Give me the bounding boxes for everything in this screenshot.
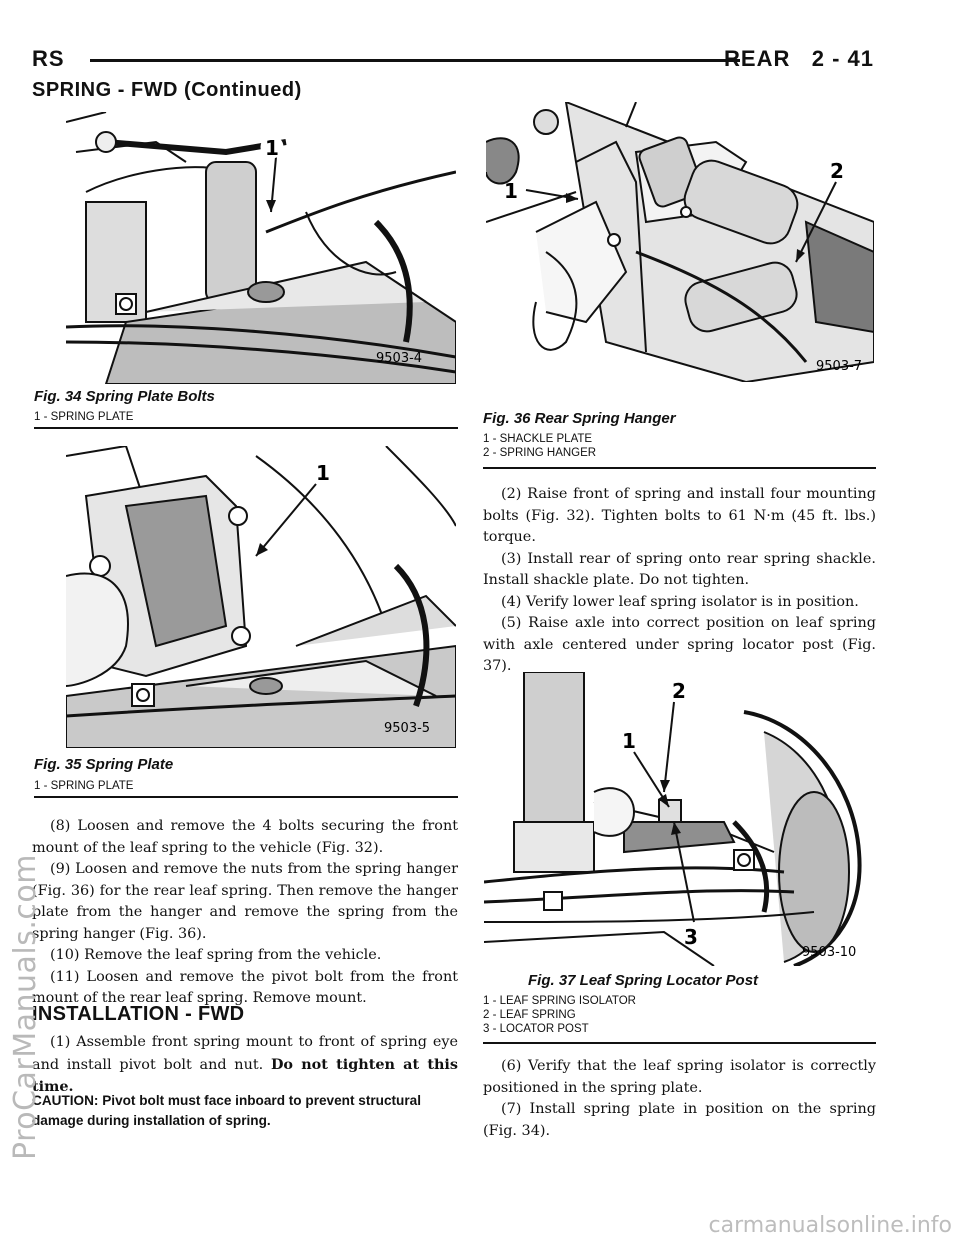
fig36-callout-2: 2 [830, 159, 844, 183]
fig35-caption: Fig. 35 Spring Plate [34, 756, 174, 773]
fig37-caption: Fig. 37 Leaf Spring Locator Post [528, 972, 759, 989]
figure-35-illustration: 1 9503-5 [66, 446, 456, 748]
page-header: RS REAR 2 - 41 [32, 46, 874, 78]
fig37-rule [483, 1042, 876, 1044]
legend-item: 2 - LEAF SPRING [483, 1009, 576, 1021]
bottom-watermark: carmanualsonline.info [708, 1213, 952, 1238]
section-code: RS [32, 46, 65, 71]
fig34-caption: Fig. 34 Spring Plate Bolts [34, 388, 215, 405]
legend-item: 1 - SPRING PLATE [34, 780, 134, 792]
step-2: (2) Raise front of spring and install fo… [483, 486, 876, 545]
fig36-code: 9503-7 [816, 359, 862, 374]
step-7: (7) Install spring plate in position on … [483, 1101, 876, 1139]
install-step-1-warning: Do not tighten at this time. [32, 1055, 458, 1096]
fig37-code: 9503-10 [802, 945, 856, 960]
fig37-callout-3: 3 [684, 925, 698, 949]
right-column-steps-b: (6) Verify that the leaf spring isolator… [483, 1056, 876, 1142]
step-5: (5) Raise axle into correct position on … [483, 615, 876, 674]
fig35-legend: 1 - SPRING PLATE [34, 779, 133, 793]
fig36-legend: 1 - SHACKLE PLATE 2 - SPRING HANGER [483, 432, 596, 460]
rear-spring-hanger-drawing: 1 2 9503-7 [486, 102, 874, 382]
section-title: SPRING - FWD (Continued) [32, 79, 302, 101]
fig37-callout-2: 2 [672, 679, 686, 703]
legend-item: 1 - LEAF SPRING ISOLATOR [483, 995, 636, 1007]
chapter-title: REAR [724, 46, 791, 71]
fig36-rule [483, 467, 876, 469]
right-column-steps-a: (2) Raise front of spring and install fo… [483, 484, 876, 678]
install-step-1: (1) Assemble front spring mount to front… [32, 1032, 458, 1099]
caution-note: CAUTION: Pivot bolt must face inboard to… [32, 1093, 421, 1128]
step-3: (3) Install rear of spring onto rear spr… [483, 550, 876, 589]
header-right: REAR 2 - 41 [724, 46, 874, 72]
install-step-1-text: (1) Assemble front spring mount to front… [32, 1034, 458, 1073]
legend-item: 1 - SPRING PLATE [34, 411, 134, 423]
fig35-code: 9503-5 [384, 721, 430, 736]
fig34-code: 9503-4 [376, 351, 422, 366]
legend-item: 1 - SHACKLE PLATE [483, 433, 593, 445]
step-6: (6) Verify that the leaf spring isolator… [483, 1058, 876, 1096]
step-9: (9) Loosen and remove the nuts from the … [32, 861, 458, 942]
fig34-legend: 1 - SPRING PLATE [34, 410, 133, 424]
fig37-legend: 1 - LEAF SPRING ISOLATOR 2 - LEAF SPRING… [483, 994, 636, 1036]
fig34-rule [34, 427, 458, 429]
spring-plate-bolts-drawing: 1 9503-4 [66, 112, 456, 384]
page-number: 2 - 41 [811, 46, 874, 71]
figure-36-illustration: 1 2 9503-7 [486, 102, 874, 382]
leaf-spring-locator-post-drawing: 2 1 3 9503-10 [484, 672, 862, 966]
legend-item: 3 - LOCATOR POST [483, 1023, 589, 1035]
fig34-callout-1: 1 [265, 136, 279, 160]
legend-item: 2 - SPRING HANGER [483, 447, 597, 459]
side-watermark: ProCarManuals.com [8, 853, 43, 1160]
step-8: (8) Loosen and remove the 4 bolts securi… [32, 818, 458, 856]
step-11: (11) Loosen and remove the pivot bolt fr… [32, 968, 458, 1007]
fig35-rule [34, 796, 458, 798]
fig36-caption: Fig. 36 Rear Spring Hanger [483, 410, 676, 427]
step-4: (4) Verify lower leaf spring isolator is… [501, 593, 859, 610]
figure-34-illustration: 1 9503-4 [66, 112, 456, 384]
figure-37-illustration: 2 1 3 9503-10 [484, 672, 874, 966]
step-10: (10) Remove the leaf spring from the veh… [50, 947, 382, 963]
header-rule [90, 59, 740, 62]
fig36-callout-1: 1 [504, 179, 518, 203]
fig35-callout-1: 1 [316, 461, 330, 485]
installation-heading: INSTALLATION - FWD [32, 1003, 245, 1025]
spring-plate-drawing: 1 9503-5 [66, 446, 456, 748]
left-column-steps: (8) Loosen and remove the 4 bolts securi… [32, 816, 458, 1010]
fig37-callout-1: 1 [622, 729, 636, 753]
